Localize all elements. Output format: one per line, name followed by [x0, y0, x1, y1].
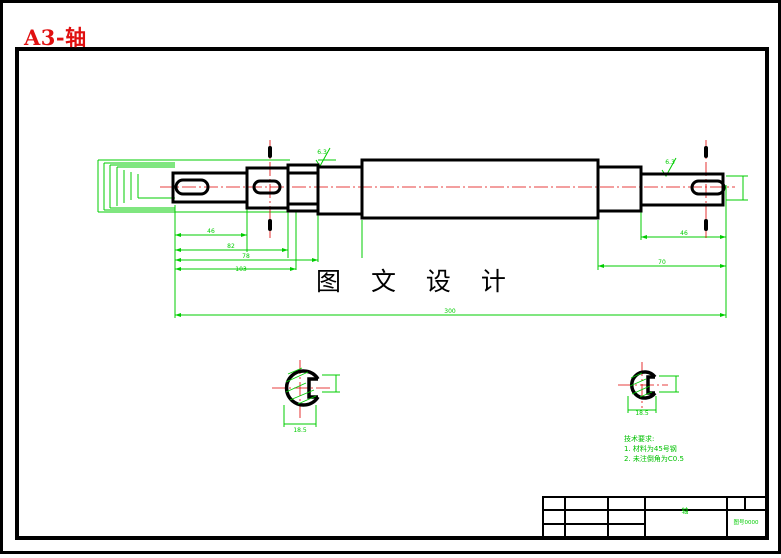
section-hatch [285, 367, 653, 405]
watermark-text: 图 文 设 计 [316, 267, 517, 296]
dimension-arrows [175, 233, 726, 317]
part-name: 轴 [682, 506, 689, 515]
cross-sections [284, 369, 657, 407]
drawing-number: 图号0000 [734, 518, 759, 526]
dimension-lines [97, 147, 748, 427]
roughness-left: 6.3 [317, 149, 327, 156]
shaft-segment-5 [360, 158, 600, 220]
section-markers [268, 146, 708, 231]
dim-46-left: 46 [207, 228, 215, 235]
title-block-texts: 轴 图号0000 [682, 506, 759, 526]
shaft-segment-7 [639, 172, 725, 207]
centerlines [160, 140, 735, 418]
shaft-segment-6 [596, 165, 643, 213]
tech-notes-line1: 1. 材料为45号钢 [624, 445, 677, 453]
roughness-right: 6.3 [665, 159, 675, 166]
dimension-texts: 46 82 78 103 300 70 46 18.5 18.5 6.3 6.3 [207, 149, 688, 434]
shaft-segment-1 [171, 171, 249, 204]
keyway-left-1 [174, 178, 210, 196]
shaft-outline [171, 158, 726, 220]
title-block [542, 496, 768, 539]
keyway-right [690, 179, 726, 196]
dim-103: 103 [235, 266, 247, 273]
tech-notes-heading: 技术要求: [624, 435, 655, 443]
dim-82: 82 [227, 243, 235, 250]
tech-notes: 技术要求: 1. 材料为45号钢 2. 未注倒角为C0.5 [624, 434, 684, 464]
section-right-width: 18.5 [635, 410, 649, 417]
dim-300: 300 [444, 308, 456, 315]
inner-frame [15, 47, 769, 540]
tech-notes-line2: 2. 未注倒角为C0.5 [624, 455, 684, 463]
corner-title: A3-轴 [24, 25, 87, 50]
section-left-width: 18.5 [293, 427, 307, 434]
section-left [284, 369, 320, 407]
dim-70: 70 [658, 259, 666, 266]
keyway-left-2 [252, 179, 282, 195]
dim-46-right: 46 [680, 230, 688, 237]
shaft-segment-4 [316, 165, 364, 216]
dim-78: 78 [242, 253, 250, 260]
